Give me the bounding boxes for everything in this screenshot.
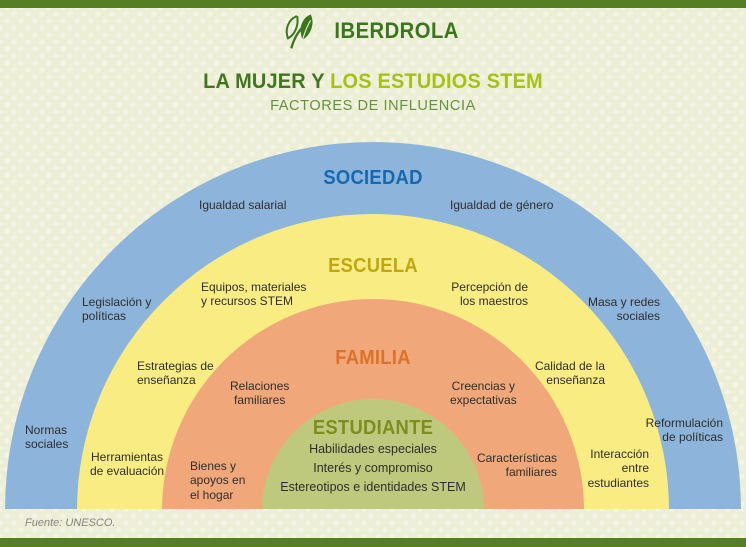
factor-calidad-ensenanza: Calidad de la enseñanza [534, 359, 605, 388]
factor-igualdad-genero: Igualdad de género [450, 198, 554, 212]
factor-percepcion-maestros: Percepción de los maestros [451, 280, 528, 309]
title-part-dark: LA MUJER Y [203, 70, 325, 93]
iberdrola-logo: IBERDROLA [0, 11, 746, 51]
factor-estereotipos-identidades: Estereotipos e identidades STEM [280, 480, 466, 494]
top-bar [0, 0, 746, 8]
ring-label-familia: FAMILIA [335, 347, 411, 369]
factor-creencias-expectativas: Creencias y expectativas [450, 379, 517, 408]
ring-label-escuela: ESCUELA [328, 255, 418, 277]
title-part-light: LOS ESTUDIOS STEM [330, 70, 543, 93]
factor-relaciones-familiares: Relaciones familiares [230, 379, 290, 408]
factor-interes-compromiso: Interés y compromiso [313, 461, 433, 475]
source-note: Fuente: UNESCO. [25, 517, 116, 529]
factor-caracteristicas-familiares: Características familiares [476, 451, 557, 480]
factor-herramientas-evaluacion: Herramientas de evaluación [90, 450, 165, 479]
factor-masa-redes-sociales: Masa y redes sociales [587, 295, 660, 324]
bottom-bar [0, 538, 746, 547]
page-title: LA MUJER Y LOS ESTUDIOS STEM [19, 70, 728, 94]
factor-equipos-materiales: Equipos, materiales y recursos STEM [201, 280, 307, 309]
ring-label-sociedad: SOCIEDAD [323, 167, 423, 189]
factor-bienes-apoyos-hogar: Bienes y apoyos en el hogar [190, 459, 246, 502]
factor-interaccion-estudiantes: Interacción entre estudiantes [587, 447, 649, 490]
factor-habilidades-especiales: Habilidades especiales [309, 442, 437, 456]
leaf-icon [285, 14, 313, 49]
brand-name: IBERDROLA [334, 18, 459, 43]
student-factors: Habilidades especiales Interés y comprom… [0, 442, 746, 499]
factor-igualdad-salarial: Igualdad salarial [199, 198, 287, 212]
ring-label-estudiante: ESTUDIANTE [312, 417, 434, 439]
page-subtitle: FACTORES DE INFLUENCIA [270, 97, 476, 114]
factor-legislacion-politicas: Legislación y políticas [82, 295, 152, 324]
factor-normas-sociales: Normas sociales [25, 423, 69, 452]
factor-estrategias-ensenanza: Estrategias de enseñanza [137, 359, 214, 388]
factor-reformulacion-politicas: Reformulación de políticas [645, 416, 723, 445]
